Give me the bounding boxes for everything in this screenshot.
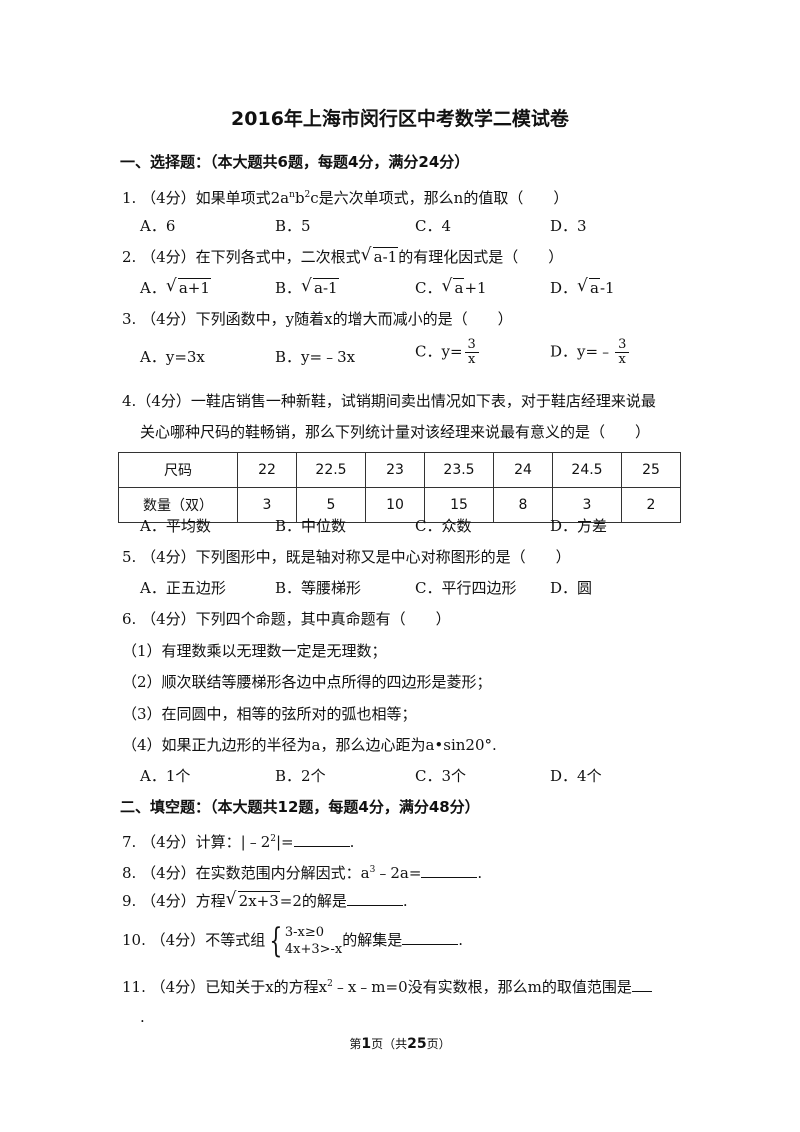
option-c: C．众数: [415, 517, 472, 535]
question-4-line-2: 关心哪种尺码的鞋畅销，那么下列统计量对该经理来说最有意义的是（ ）: [140, 423, 651, 441]
option-b: B．y=﹣3x: [275, 348, 356, 366]
option-d: D．a-1: [550, 275, 615, 299]
option-a: A．平均数: [140, 517, 211, 535]
section-2-heading: 二、填空题：（本大题共12题，每题4分，满分48分）: [120, 798, 480, 816]
option-d: D．3: [550, 217, 587, 235]
answer-blank: [402, 930, 459, 945]
option-a: A．a+1: [140, 275, 211, 299]
question-3: 3. （4分）下列函数中，y随着x的增大而减小的是（ ）: [122, 310, 513, 328]
sqrt-symbol: 2x+3: [226, 888, 280, 912]
question-11: 11. （4分）已知关于x的方程x2﹣x﹣m=0没有实数根，那么m的取值范围是: [122, 973, 652, 998]
option-a: A．1个: [140, 767, 191, 785]
option-b: B．a-1: [275, 275, 339, 299]
left-brace-icon: {: [269, 921, 283, 961]
question-9: 9. （4分）方程2x+3=2的解是.: [122, 888, 408, 912]
proposition-2: （2）顺次联结等腰梯形各边中点所得的四边形是菱形；: [122, 673, 492, 691]
question-7: 7. （4分）计算：|﹣22|=.: [122, 832, 355, 851]
question-11-end: .: [140, 1008, 145, 1026]
option-d: D．圆: [550, 579, 593, 597]
page-footer: 第1页（共25页）: [349, 1036, 451, 1052]
option-b: B．等腰梯形: [275, 579, 362, 597]
answer-blank: [631, 977, 652, 992]
option-b: B．2个: [275, 767, 326, 785]
question-5: 5. （4分）下列图形中，既是轴对称又是中心对称图形的是（ ）: [122, 548, 571, 566]
proposition-4: （4）如果正九边形的半径为a，那么边心距为a•sin20°.: [122, 736, 497, 754]
question-2: 2. （4分）在下列各式中，二次根式a-1的有理化因式是（ ）: [122, 244, 563, 268]
option-a: A．正五边形: [140, 579, 226, 597]
section-1-heading: 一、选择题：（本大题共6题，每题4分，满分24分）: [120, 153, 470, 171]
option-b: B．5: [275, 217, 311, 235]
table-row: 尺码 22 22.5 23 23.5 24 24.5 25: [118, 452, 681, 488]
answer-blank: [346, 891, 403, 906]
option-c: C．3个: [415, 767, 467, 785]
option-c: C．4: [415, 217, 452, 235]
answer-blank: [421, 863, 478, 878]
option-c: C．a+1: [415, 275, 487, 299]
option-a: A．y=3x: [140, 348, 205, 366]
option-a: A．6: [140, 217, 176, 235]
question-8: 8. （4分）在实数范围内分解因式：a3﹣2a=.: [122, 863, 483, 882]
question-1: 1. （4分）如果单项式2anb2c是六次单项式，那么n的值取（ ）: [122, 189, 569, 207]
option-c: C．平行四边形: [415, 579, 517, 597]
question-4: 4.（4分）一鞋店销售一种新鞋，试销期间卖出情况如下表，对于鞋店经理来说最: [122, 392, 656, 410]
option-d: D．4个: [550, 767, 602, 785]
table-row: 数量（双） 3 5 10 15 8 3 2: [118, 487, 681, 523]
shoe-size-table: 尺码 22 22.5 23 23.5 24 24.5 25 数量（双） 3 5 …: [118, 452, 681, 523]
page-title: 2016年上海市闵行区中考数学二模试卷: [231, 108, 569, 130]
option-b: B．中位数: [275, 517, 347, 535]
proposition-3: （3）在同圆中，相等的弦所对的弧也相等；: [122, 705, 417, 723]
sqrt-symbol: a-1: [361, 244, 399, 268]
answer-blank: [293, 832, 350, 847]
question-6: 6. （4分）下列四个命题，其中真命题有（ ）: [122, 610, 451, 628]
option-d: D．方差: [550, 517, 608, 535]
proposition-1: （1）有理数乘以无理数一定是无理数；: [122, 642, 387, 660]
